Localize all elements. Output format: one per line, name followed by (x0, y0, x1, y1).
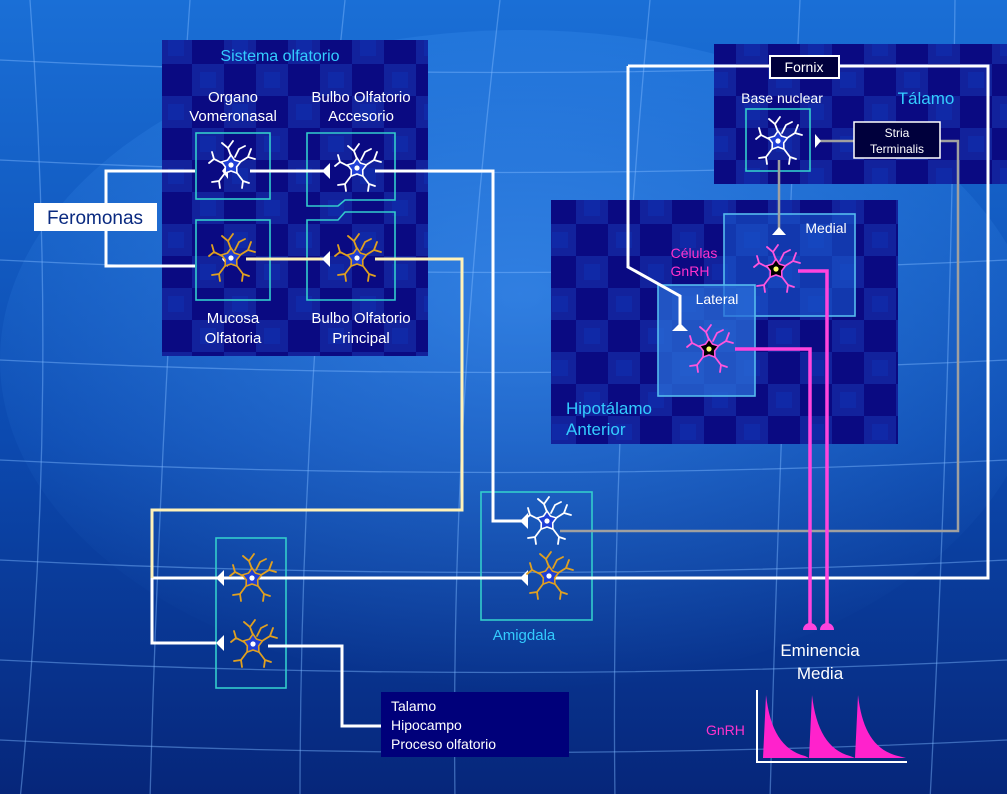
medial-gnrh-neuron-nucleus (773, 266, 779, 272)
vomeronasal-organ-box (195, 132, 271, 200)
pheromone-branch-bottom (104, 231, 195, 268)
relay-to-output-connection (268, 644, 381, 728)
base-nuclear-label: Base nuclear (741, 90, 823, 106)
lateral-box (657, 284, 756, 397)
base-nuclear-neuron (755, 116, 803, 165)
terminal-base-nuclear (815, 134, 821, 148)
accessory-bulb-label-line1: Bulbo Olfatorio (311, 89, 410, 106)
output-item-thalamus: Talamo (391, 698, 436, 714)
mucosa-label-line2: Olfatoria (205, 330, 262, 347)
olfactory-system-panel (162, 40, 428, 356)
stria-terminalis-box (853, 121, 941, 159)
pheromones-box (34, 203, 157, 231)
vomeronasal-neuron-dendrites (208, 140, 256, 189)
output-item-olfactory-process: Proceso olfatorio (391, 736, 496, 752)
main-bulb-box (306, 211, 396, 301)
base-nuclear-neuron-dendrites (755, 116, 803, 165)
mucosa-neuron (208, 233, 256, 282)
accessory-bulb-neuron (334, 143, 382, 192)
medial-gnrh-neuron-dendrites (753, 244, 801, 293)
medial-to-eminence-connection (798, 269, 829, 624)
gnrh-cells-label-line2: GnRH (671, 263, 710, 279)
terminal-relay-upper (216, 570, 224, 586)
gnrh-pulse-fill (757, 695, 906, 758)
pheromone-branch-top (104, 169, 195, 205)
thalamus-label: Tálamo (898, 89, 955, 108)
terminal-accessory (322, 163, 330, 179)
lateral-gnrh-neuron-dendrites (686, 324, 734, 373)
amygdala-neuron-bottom (526, 551, 574, 600)
gnrh-cells-label-line1: Células (671, 245, 718, 261)
terminal-eminence-right (820, 623, 834, 630)
medial-label: Medial (805, 220, 846, 236)
output-item-hippocampus: Hipocampo (391, 717, 462, 733)
medial-gnrh-neuron (753, 244, 801, 293)
terminal-amygdala-top (520, 513, 528, 529)
fornix-label: Fornix (785, 59, 824, 75)
terminal-lateral (672, 323, 688, 331)
relay-neuron-upper-dendrites (229, 553, 277, 602)
main-bulb-neuron-dendrites (334, 233, 382, 282)
mucosa-label-line1: Mucosa (207, 310, 260, 327)
lateral-gnrh-neuron-nucleus (706, 346, 712, 352)
neurons-layer (208, 116, 803, 668)
amygdala-box (480, 491, 593, 621)
relay-lower-feed-connection (150, 578, 216, 645)
pheromones-label: Feromonas (47, 208, 143, 229)
eminence-label-line1: Eminencia (780, 641, 860, 660)
lateral-label: Lateral (696, 291, 739, 307)
relay-neuron-lower-nucleus (250, 641, 256, 647)
eminence-label-line2: Media (797, 664, 844, 683)
lateral-to-eminence-connection (735, 347, 812, 624)
amygdala-neuron-top-dendrites (524, 496, 572, 545)
main-bulb-label-line1: Bulbo Olfatorio (311, 310, 410, 327)
amygdala-label: Amigdala (493, 627, 556, 644)
relay-neuron-lower (230, 619, 278, 668)
olfactory-system-title: Sistema olfatorio (220, 48, 339, 65)
fornix-box (769, 55, 840, 79)
relay-neuron-upper (229, 553, 277, 602)
relay-neuron-lower-dendrites (230, 619, 278, 668)
gnrh-axis-label: GnRH (706, 722, 745, 738)
accessory-to-amygdala-connection (375, 169, 528, 523)
accessory-bulb-neuron-nucleus (354, 165, 360, 171)
stria-label-line2: Terminalis (870, 142, 924, 156)
accessory-bulb-neuron-dendrites (334, 143, 382, 192)
amygdala-neuron-bottom-dendrites (526, 551, 574, 600)
main-bulb-label-line2: Principal (332, 330, 390, 347)
main-bulb-neuron (334, 233, 382, 282)
terminal-main-bulb (322, 251, 330, 267)
accessory-bulb-label-line2: Accesorio (328, 108, 394, 125)
accessory-bulb-box (306, 132, 396, 207)
hypothalamus-label-line2: Anterior (566, 420, 626, 439)
vomeronasal-neuron-nucleus (228, 162, 234, 168)
hypothalamus-label-line1: Hipotálamo (566, 399, 652, 418)
mucosa-neuron-dendrites (208, 233, 256, 282)
base-nuclear-neuron-nucleus (775, 138, 781, 144)
terminal-medial (772, 227, 786, 235)
amygdala-neuron-top (524, 496, 572, 545)
main-bulb-to-relay-connection (150, 257, 464, 578)
main-bulb-neuron-nucleus (354, 255, 360, 261)
output-box (381, 692, 569, 757)
vomeronasal-neuron (208, 140, 256, 189)
relay-neurons-box (215, 537, 287, 689)
stria-label-line1: Stria (885, 126, 910, 140)
fornix-to-lateral-connection (626, 66, 682, 325)
terminal-amygdala-bottom (520, 570, 528, 586)
mucosa-neuron-nucleus (228, 255, 234, 261)
relay-neuron-upper-nucleus (249, 575, 255, 581)
gnrh-pulse-axes (756, 690, 907, 763)
terminal-eminence-left (803, 623, 817, 630)
amygdala-neuron-top-nucleus (544, 518, 550, 524)
terminal-relay-lower (216, 635, 224, 651)
lateral-gnrh-neuron (686, 324, 734, 373)
vomeronasal-label-line1: Organo (208, 89, 258, 106)
vomeronasal-label-line2: Vomeronasal (189, 108, 277, 125)
medial-box (723, 213, 856, 317)
amygdala-neuron-bottom-nucleus (546, 573, 552, 579)
gnrh-pulse-plot (756, 690, 907, 763)
